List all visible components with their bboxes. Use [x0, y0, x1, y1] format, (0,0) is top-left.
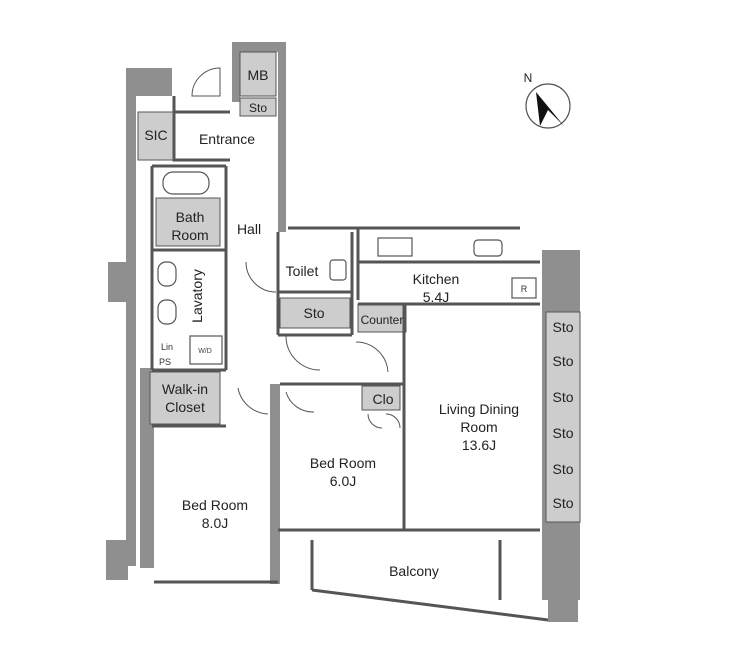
entrance-label: Entrance: [199, 131, 255, 147]
living-sto-label: Sto: [552, 319, 573, 335]
sto-entrance-area: [239, 97, 277, 117]
kitchen-size-label: 5.4J: [423, 289, 449, 305]
sic-label: SIC: [144, 127, 167, 143]
bed2-entry-door-icon: [285, 391, 315, 413]
toilet-door-icon: [245, 261, 277, 293]
living-size-label: 13.6J: [462, 437, 496, 453]
bath-area: [155, 197, 221, 247]
balcony-label: Balcony: [389, 563, 439, 579]
sto-entrance-label: Sto: [249, 101, 267, 115]
kitchen-sink-icon: [473, 239, 503, 257]
living-sto-label: Sto: [552, 495, 573, 511]
bath-label-1: Bath: [176, 209, 205, 225]
counter-area: [357, 303, 407, 333]
entrance-door-icon: [191, 67, 221, 97]
lin-label: Lin: [161, 342, 173, 352]
storage-fills: [137, 51, 581, 523]
walkin-label-1: Walk-in: [162, 381, 208, 397]
interior-walls: [150, 96, 549, 622]
sto-hall-door-icon: [285, 335, 321, 371]
refrigerator-label: R: [521, 284, 528, 294]
clo-door-icon: [367, 413, 383, 429]
room-labels: MB Sto SIC Entrance Bath Room Hall Lavat…: [144, 67, 573, 579]
living-sto-area: [545, 311, 581, 523]
toilet-label: Toilet: [286, 263, 319, 279]
fixtures: [157, 171, 537, 365]
wd-label: W/D: [198, 348, 212, 355]
hall-label: Hall: [237, 221, 261, 237]
lavatory-sink-icon: [157, 261, 177, 287]
north-label: N: [524, 71, 533, 85]
sto-hall-label: Sto: [303, 305, 324, 321]
clo-label: Clo: [372, 391, 393, 407]
ps-label: PS: [159, 357, 171, 367]
bed1-door-icon: [237, 387, 269, 415]
refrigerator-icon: [511, 277, 537, 299]
living-sto-label: Sto: [552, 425, 573, 441]
stove-icon: [377, 237, 413, 257]
lavatory-sink-icon-2: [157, 299, 177, 325]
kitchen-name-label: Kitchen: [413, 271, 460, 287]
mb-area: [239, 51, 277, 97]
clo-door-icon-2: [385, 413, 401, 429]
living-name-label-1: Living Dining: [439, 401, 519, 417]
living-name-label-2: Room: [460, 419, 497, 435]
living-sto-label: Sto: [552, 389, 573, 405]
bed1-size-label: 8.0J: [202, 515, 228, 531]
door-swings: [191, 67, 401, 429]
bed2-size-label: 6.0J: [330, 473, 356, 489]
lavatory-label: Lavatory: [189, 269, 205, 323]
north-arrow-icon: N: [524, 71, 571, 129]
bathtub-icon: [162, 171, 210, 195]
bath-label-2: Room: [171, 227, 208, 243]
bed1-name-label: Bed Room: [182, 497, 248, 513]
walkin-area: [149, 371, 221, 425]
bed2-name-label: Bed Room: [310, 455, 376, 471]
counter-label: Counter: [361, 313, 404, 327]
clo-area: [361, 385, 401, 411]
sto-hall-area: [279, 297, 351, 329]
toilet-icon: [329, 259, 347, 281]
living-sto-label: Sto: [552, 461, 573, 477]
mb-label: MB: [248, 67, 269, 83]
sic-area: [137, 111, 175, 161]
wd-icon: [189, 335, 223, 365]
walkin-label-2: Closet: [165, 399, 205, 415]
bed2-door-icon: [355, 341, 389, 373]
living-sto-label: Sto: [552, 353, 573, 369]
structural-walls: [106, 42, 580, 622]
